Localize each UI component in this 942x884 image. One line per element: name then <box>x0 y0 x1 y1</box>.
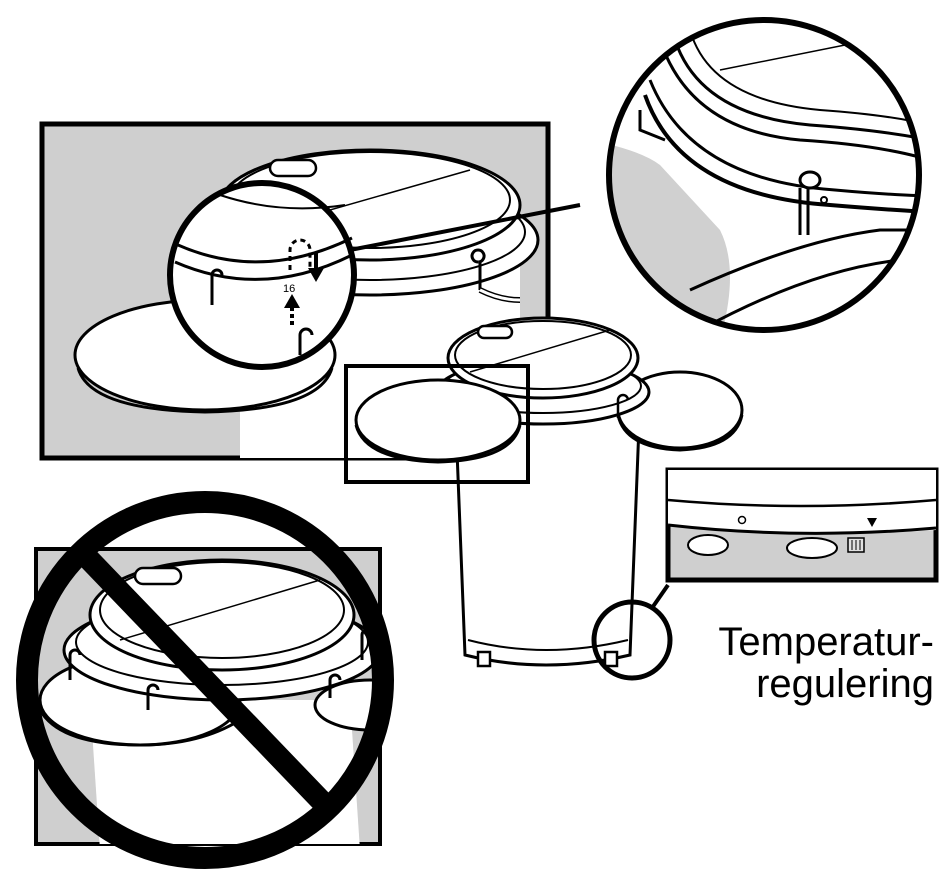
caption-temperature-line-2: regulering <box>756 662 934 706</box>
magnifier-temperature-control <box>591 583 673 681</box>
svg-text:16: 16 <box>283 283 295 295</box>
arrow-down-icon <box>308 252 324 282</box>
barrel-grill-main <box>435 316 744 668</box>
triangle-marker-icon <box>867 518 877 527</box>
arrow-up-icon <box>284 294 300 325</box>
detail-box-side-table <box>344 364 530 484</box>
zoom-connector-line <box>349 203 581 252</box>
no-symbol-icon <box>16 491 394 869</box>
magnifier-hook-insertion: 16 <box>167 180 357 370</box>
zoom-circle-hook-detail <box>606 17 922 333</box>
detail-panel-temperature-control <box>665 467 939 583</box>
caption-temperature-line-1: Temperatur- <box>718 620 934 664</box>
